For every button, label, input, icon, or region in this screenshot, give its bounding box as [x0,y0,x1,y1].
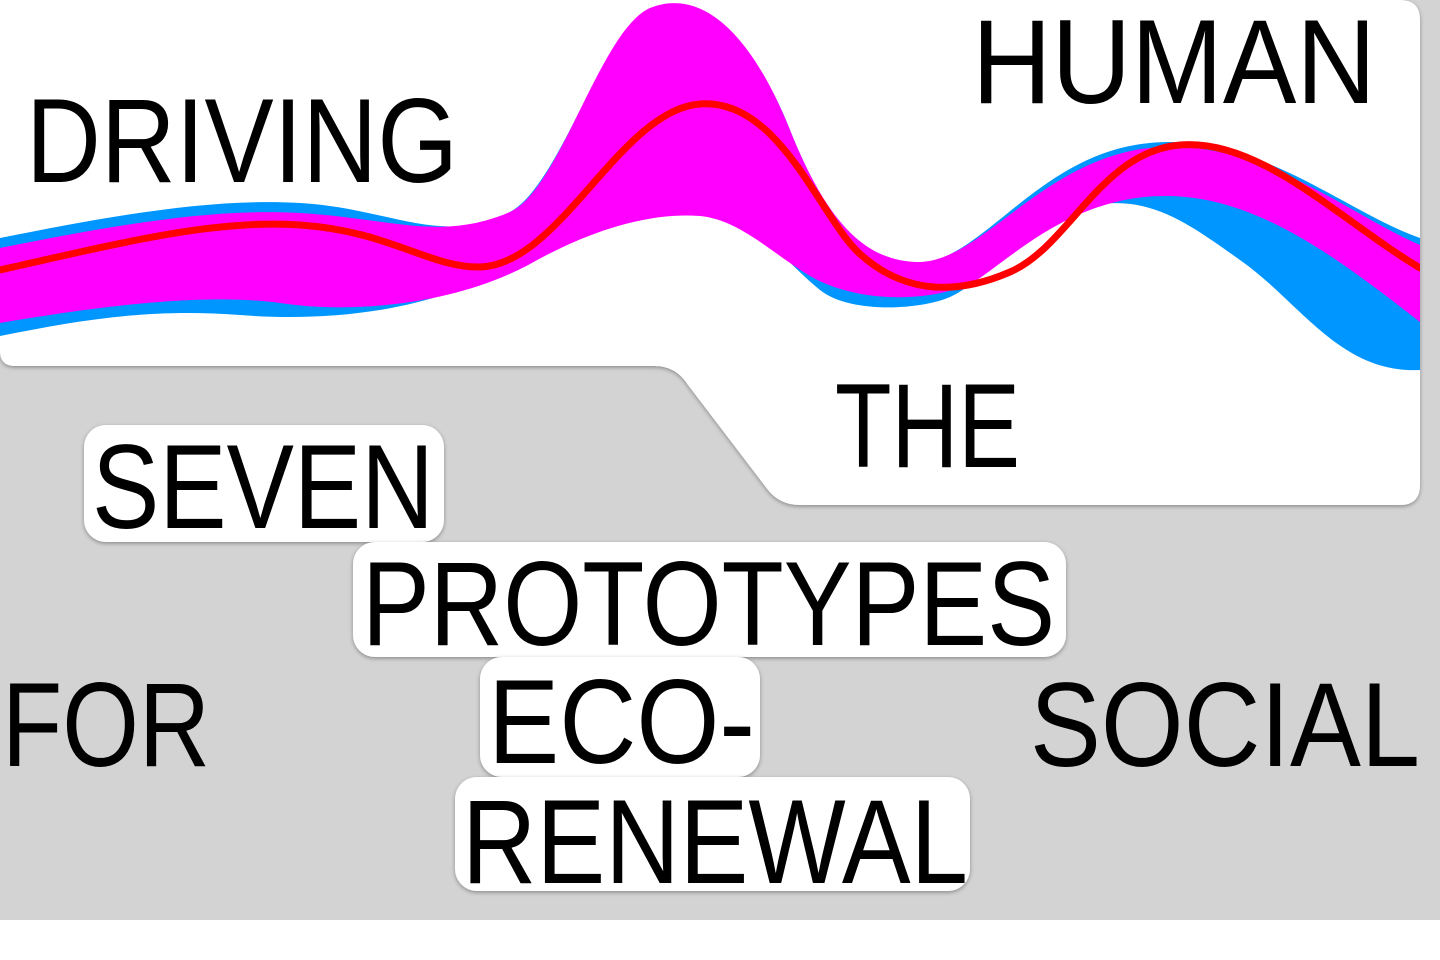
word-for: FOR [2,658,210,792]
word-seven: SEVEN [92,420,434,554]
wave-line-red [0,100,1420,291]
word-renewal: RENEWAL [462,775,968,909]
word-the: THE [835,359,1020,493]
top-panel [0,0,1420,505]
pill-renewal [455,777,970,891]
word-driving: DRIVING [26,74,458,208]
word-social: SOCIAL [1030,658,1420,792]
word-human: HUMAN [972,0,1376,129]
pill-prototypes [353,542,1066,657]
wave-band-magenta [0,3,1420,323]
wave-graphic [0,3,1420,371]
word-prototypes: PROTOTYPES [362,537,1055,671]
pill-seven [84,425,444,542]
word-eco: ECO- [488,655,755,789]
pill-eco [480,657,760,777]
